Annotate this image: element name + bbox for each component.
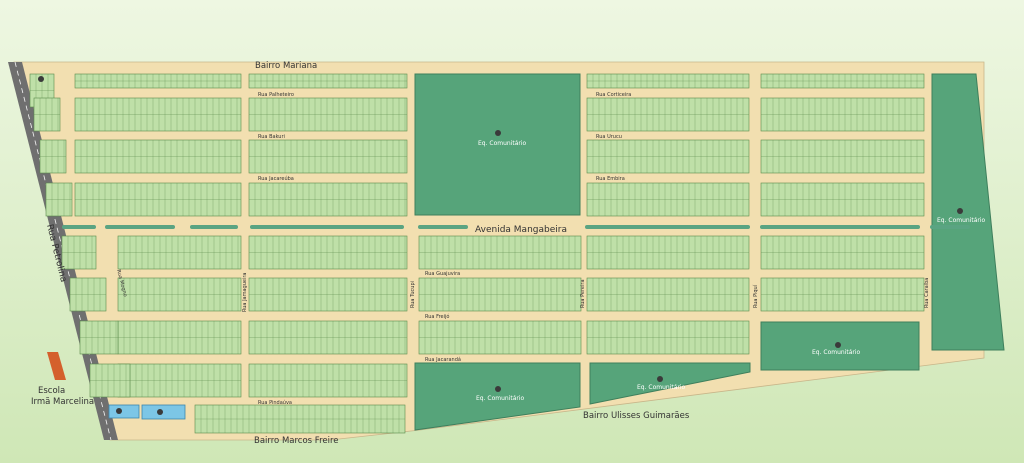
median-strip xyxy=(930,225,970,229)
street-label: Rua Palheteiro xyxy=(258,92,294,98)
street-label: Rua Piquí xyxy=(752,284,759,308)
street-label: Rua Pindaúva xyxy=(258,399,292,406)
school-label-line2: Irmã Marcelina xyxy=(31,397,94,407)
median-strip xyxy=(585,225,750,229)
median-strip xyxy=(250,225,404,229)
street-label: Rua Freijó xyxy=(425,313,449,320)
community-area-east xyxy=(931,73,1005,351)
street-label: Rua Jamagueira xyxy=(242,273,248,312)
street-label: Rua Urucu xyxy=(596,134,622,140)
median-strip xyxy=(760,225,920,229)
lot-blocks xyxy=(29,73,925,434)
marker-icon xyxy=(38,76,44,82)
street-label: Rua Jacareúba xyxy=(258,175,294,182)
street-label: Rua Tucupi xyxy=(410,281,416,308)
bairro-marcos-freire-label: Bairro Marcos Freire xyxy=(254,436,339,446)
marker-icon xyxy=(116,408,122,414)
pond-area xyxy=(108,404,140,419)
median-strip xyxy=(190,225,238,229)
eq-comunitario-label: Eq. Comunitário xyxy=(812,349,861,356)
street-label: Rua Bakuri xyxy=(258,134,285,140)
street-label: Rua Corticeira xyxy=(596,92,631,98)
community-area-south-west xyxy=(414,362,581,431)
marker-icon xyxy=(157,409,163,415)
eq-comunitario-label: Eq. Comunitário xyxy=(476,395,525,402)
median-strip xyxy=(62,225,96,229)
school-label-line1: Escola xyxy=(38,386,65,396)
median-strip xyxy=(105,225,175,229)
median-strip xyxy=(418,225,468,229)
avenue-median xyxy=(62,225,970,229)
marker-icon xyxy=(657,376,663,382)
community-area-north xyxy=(414,73,581,216)
avenida-label: Avenida Mangabeira xyxy=(475,225,567,235)
street-label: Rua Jacarandá xyxy=(425,356,461,363)
eq-comunitario-label: Eq. Comunitário xyxy=(478,140,527,147)
eq-comunitario-label: Eq. Comunitário xyxy=(637,384,686,391)
street-label: Rua Pereira xyxy=(580,279,586,308)
street-label: Rua Caraíba xyxy=(923,278,930,308)
bairro-ulisses-label: Bairro Ulisses Guimarães xyxy=(583,411,690,421)
marker-icon xyxy=(495,386,501,392)
bairro-mariana-label: Bairro Mariana xyxy=(255,61,317,71)
eq-comunitario-label: Eq. Comunitário xyxy=(937,217,986,224)
community-area-south-center xyxy=(589,362,751,405)
marker-icon xyxy=(495,130,501,136)
marker-icon xyxy=(957,208,963,214)
school-building xyxy=(47,352,66,380)
street-label: Rua Embira xyxy=(596,176,625,182)
pond-area-2 xyxy=(141,404,186,420)
marker-icon xyxy=(835,342,841,348)
street-label: Rua Guajuvira xyxy=(425,271,460,277)
